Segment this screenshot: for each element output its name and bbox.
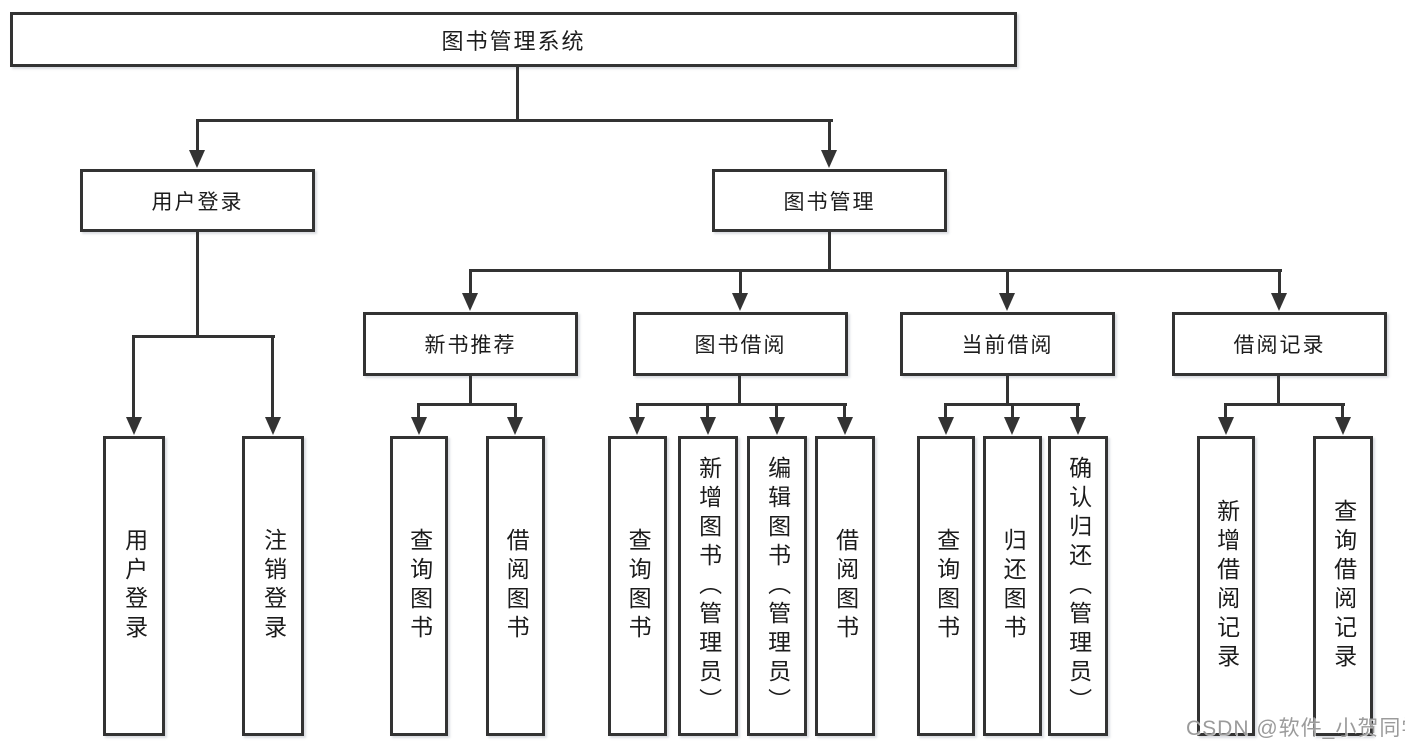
csdn-watermark: CSDN @软件_小贺同学 — [1186, 717, 1405, 740]
connector-leaf-stub — [1224, 403, 1227, 420]
leaf-query-books: 查询图书 — [390, 436, 448, 736]
node-label: 借阅记录 — [1233, 334, 1326, 357]
node-label: 确认归还（管理员） — [1065, 455, 1092, 717]
arrow-down-icon — [769, 417, 785, 435]
connector-borrow-hline — [636, 403, 847, 406]
connector-leaf-stub — [417, 403, 420, 420]
leaf-add-borrow-record: 新增借阅记录 — [1197, 436, 1255, 736]
node-label: 图书借阅 — [694, 334, 787, 357]
connector-user-branch-hline — [132, 335, 275, 338]
connector-root-vline — [516, 66, 519, 122]
connector-leaf-stub — [1341, 403, 1344, 420]
leaf-add-books-admin: 新增图书（管理员） — [678, 436, 738, 736]
leaf-return-books: 归还图书 — [983, 436, 1042, 736]
node-borrowing-records: 借阅记录 — [1172, 312, 1387, 376]
connector-leaf-stub — [843, 403, 846, 420]
leaf-query-borrow-record: 查询借阅记录 — [1313, 436, 1373, 736]
arrow-down-icon — [507, 417, 523, 435]
node-label: 借阅图书 — [832, 528, 859, 644]
node-label: 注销登录 — [260, 528, 287, 644]
arrow-down-icon — [1335, 417, 1351, 435]
leaf-borrow-books: 借阅图书 — [486, 436, 545, 736]
leaf-user-login: 用户登录 — [103, 436, 165, 736]
connector-newbook-hline — [417, 403, 517, 406]
node-user-login: 用户登录 — [80, 169, 315, 232]
node-label: 查询图书 — [406, 528, 433, 644]
node-label: 编辑图书（管理员） — [764, 455, 791, 717]
leaf-query-books-3: 查询图书 — [917, 436, 975, 736]
arrow-down-icon — [837, 417, 853, 435]
connector-borrow-vline — [738, 376, 741, 406]
leaf-logout-login: 注销登录 — [242, 436, 304, 736]
leaf-query-books-2: 查询图书 — [608, 436, 667, 736]
leaf-confirm-return-admin: 确认归还（管理员） — [1048, 436, 1108, 736]
node-label: 归还图书 — [1000, 528, 1027, 644]
connector-user-branch-vline — [196, 231, 199, 338]
node-label: 新增借阅记录 — [1213, 499, 1240, 673]
arrow-down-icon — [732, 293, 748, 311]
arrow-down-icon — [999, 293, 1015, 311]
connector-level3-stub — [469, 269, 472, 296]
node-label: 查询图书 — [625, 528, 652, 644]
connector-mgmt-branch-hline — [469, 269, 1282, 272]
node-book-management: 图书管理 — [712, 169, 947, 232]
connector-newbook-vline — [469, 376, 472, 406]
arrow-down-icon — [1070, 417, 1086, 435]
connector-user-login-stub — [196, 119, 199, 152]
connector-level3-stub — [1278, 269, 1281, 296]
arrow-down-icon — [938, 417, 954, 435]
connector-leaf-stub — [706, 403, 709, 420]
arrow-down-icon — [126, 417, 142, 435]
node-label: 新书推荐 — [424, 334, 517, 357]
connector-leaf-stub — [132, 335, 135, 420]
connector-level3-stub — [739, 269, 742, 296]
node-label: 用户登录 — [151, 190, 244, 214]
arrow-down-icon — [700, 417, 716, 435]
node-book-borrowing: 图书借阅 — [633, 312, 848, 376]
node-current-borrowing: 当前借阅 — [900, 312, 1115, 376]
arrow-down-icon — [821, 150, 837, 168]
arrow-down-icon — [265, 417, 281, 435]
connector-leaf-stub — [1011, 403, 1014, 420]
connector-leaf-stub — [271, 335, 274, 420]
connector-current-vline — [1006, 376, 1009, 406]
arrow-down-icon — [1218, 417, 1234, 435]
connector-mgmt-branch-vline — [828, 231, 831, 272]
node-label: 图书管理 — [783, 190, 876, 214]
node-label: 当前借阅 — [961, 334, 1054, 357]
leaf-edit-books-admin: 编辑图书（管理员） — [747, 436, 807, 736]
arrow-down-icon — [462, 293, 478, 311]
node-label: 用户登录 — [121, 528, 148, 644]
connector-records-vline — [1277, 376, 1280, 406]
node-library-management-system: 图书管理系统 — [10, 12, 1017, 67]
connector-leaf-stub — [514, 403, 517, 420]
node-label: 查询图书 — [933, 528, 960, 644]
arrow-down-icon — [411, 417, 427, 435]
node-label: 图书管理系统 — [441, 28, 586, 54]
arrow-down-icon — [629, 417, 645, 435]
connector-records-hline — [1224, 403, 1345, 406]
connector-leaf-stub — [1076, 403, 1079, 420]
node-new-book-recommendation: 新书推荐 — [363, 312, 578, 376]
connector-leaf-stub — [636, 403, 639, 420]
connector-leaf-stub — [775, 403, 778, 420]
arrow-down-icon — [1271, 293, 1287, 311]
connector-root-hline — [196, 119, 833, 122]
node-label: 查询借阅记录 — [1330, 499, 1357, 673]
node-label: 新增图书（管理员） — [695, 455, 722, 717]
connector-leaf-stub — [944, 403, 947, 420]
arrow-down-icon — [1004, 417, 1020, 435]
leaf-borrow-books-2: 借阅图书 — [815, 436, 875, 736]
node-label: 借阅图书 — [503, 528, 530, 644]
connector-level3-stub — [1006, 269, 1009, 296]
connector-book-management-stub — [828, 119, 831, 152]
arrow-down-icon — [189, 150, 205, 168]
